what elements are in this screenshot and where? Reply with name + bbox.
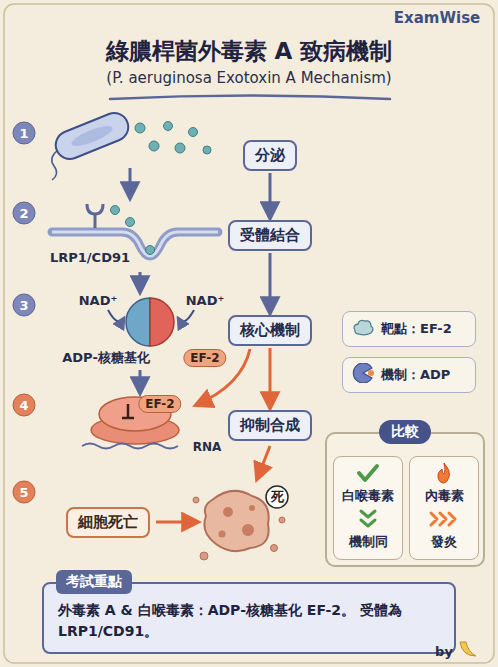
node-text: 外毒素 A & 白喉毒素：ADP-核糖基化 EF-2。 受體為 LRP1/CD9… <box>58 600 440 642</box>
flow-connector <box>269 348 272 408</box>
node-title: 分泌 <box>255 146 285 165</box>
cofactor-label: NAD⁺ <box>186 293 225 308</box>
icon <box>355 507 381 531</box>
legend-icon <box>351 363 375 387</box>
callout-number: 4 <box>19 398 28 413</box>
node-text: 發炎 <box>431 533 457 551</box>
step-box: 受體結合 <box>228 220 312 251</box>
node-title: 核心機制 <box>240 321 300 340</box>
icon <box>431 461 457 485</box>
cofactor-label: NAD⁺ <box>79 293 118 308</box>
legend-text: 靶點：EF-2 <box>381 320 452 338</box>
callout-number: 2 <box>19 206 28 221</box>
comparison-card: 白喉毒素機制同 <box>333 456 403 560</box>
target-pill: EF-2 <box>138 395 181 413</box>
outcome-box: 細胞死亡 <box>66 507 150 538</box>
icon <box>427 507 461 531</box>
title-underline <box>110 96 390 100</box>
legend-item: 靶點：EF-2 <box>342 311 476 347</box>
legend-text: 機制：ADP <box>381 366 450 384</box>
callout-number: 3 <box>19 298 28 313</box>
node-title: 抑制合成 <box>240 416 300 435</box>
flow-arrow <box>139 370 142 393</box>
node-title: 白喉毒素 <box>342 487 394 505</box>
step-box: 核心機制 <box>228 315 312 346</box>
death-arrow <box>257 446 270 479</box>
callout-number: 1 <box>19 126 28 141</box>
frame <box>4 4 494 663</box>
legend-item: 機制：ADP <box>342 357 476 393</box>
comparison-card: 內毒素發炎 <box>409 456 479 560</box>
cell-membrane <box>52 204 218 256</box>
node-title: 細胞死亡 <box>78 513 138 532</box>
watermark: ExamWise <box>394 9 480 27</box>
target-pill: EF-2 <box>183 349 226 367</box>
death-mark: 死 <box>271 488 284 506</box>
subtitle: (P. aeruginosa Exotoxin A Mechanism) <box>106 69 391 87</box>
step-box: 抑制合成 <box>228 410 312 441</box>
key-point-box: 考試重點外毒素 A & 白喉毒素：ADP-核糖基化 EF-2。 受體為 LRP1… <box>42 582 456 654</box>
title: 綠膿桿菌外毒素 A 致病機制 <box>0 36 498 67</box>
banana-icon <box>460 642 476 656</box>
toxin-enzyme <box>108 298 194 346</box>
node-title: 比較 <box>379 420 431 444</box>
comparison-panel: 比較白喉毒素機制同內毒素發炎 <box>325 432 485 567</box>
node-title: 考試重點 <box>56 570 132 594</box>
icon <box>355 461 381 485</box>
molecule-label: RNA <box>193 440 222 454</box>
step-box: 分泌 <box>243 140 297 171</box>
node-title: 受體結合 <box>240 226 300 245</box>
dead-cell <box>193 486 288 560</box>
flow-connector <box>269 173 272 218</box>
process-label: ADP-核糖基化 <box>62 349 150 367</box>
death-arrow <box>156 521 198 524</box>
step-circles <box>13 122 35 503</box>
flow-arrow <box>129 168 132 198</box>
node-text: 機制同 <box>349 533 388 551</box>
legend-icon <box>351 317 375 341</box>
receptor-label: LRP1/CD91 <box>50 250 130 265</box>
callout-number: 5 <box>19 485 28 500</box>
legend: 靶點：EF-2 機制：ADP <box>342 311 476 403</box>
flow-connector <box>269 253 272 313</box>
flow-arrow <box>139 272 142 292</box>
signature: by <box>435 644 453 659</box>
node-title: 內毒素 <box>425 487 464 505</box>
